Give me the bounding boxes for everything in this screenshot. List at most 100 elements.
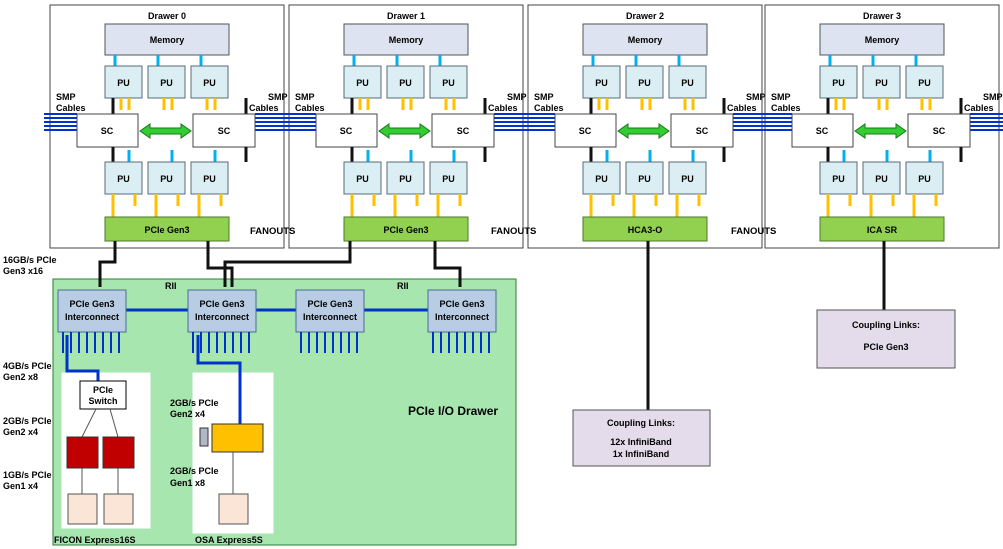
pu-label: PU xyxy=(832,78,845,88)
rii-label-left: RII xyxy=(165,281,177,291)
fanout-box xyxy=(104,216,230,242)
ficon-card-right xyxy=(102,436,135,469)
pu-label: PU xyxy=(203,78,216,88)
sc-arrow xyxy=(617,123,670,139)
interconnect-box xyxy=(187,289,257,333)
pu-label: PU xyxy=(203,174,216,184)
smp-label-right-1: SMP xyxy=(746,92,766,102)
pu-label: PU xyxy=(638,78,651,88)
pu-label: PU xyxy=(117,174,130,184)
memory-label: Memory xyxy=(865,35,900,45)
osa-link xyxy=(196,335,242,424)
interconnect-label-2: Interconnect xyxy=(435,312,489,322)
memory-box xyxy=(819,23,945,56)
memory-label: Memory xyxy=(628,35,663,45)
pu-label: PU xyxy=(595,78,608,88)
osa-pcie2b-label-1: 2GB/s PCIe xyxy=(170,466,219,476)
sc-label: SC xyxy=(816,126,829,136)
osa-card xyxy=(211,423,264,453)
fanout-label: PCIe Gen3 xyxy=(383,225,428,235)
pu-chip xyxy=(147,65,186,99)
switch-wire-right xyxy=(109,408,119,438)
pcie16-label-1: 16GB/s PCIe xyxy=(3,255,57,265)
coupling-pcie-line1: PCIe Gen3 xyxy=(863,342,908,352)
pu-chip xyxy=(104,161,143,195)
pu-label: PU xyxy=(918,78,931,88)
ficon-card-left xyxy=(66,436,99,469)
interconnect-label-2: Interconnect xyxy=(65,312,119,322)
rii-label-right: RII xyxy=(397,281,409,291)
pu-chip xyxy=(582,161,621,195)
sc-label: SC xyxy=(101,126,114,136)
pu-chip xyxy=(668,65,707,99)
interconnect-label-1: PCIe Gen3 xyxy=(439,299,484,309)
smp-label-left-2: Cables xyxy=(56,103,86,113)
smp-label-left-2: Cables xyxy=(295,103,325,113)
pu-chip xyxy=(104,65,143,99)
pu-label: PU xyxy=(356,174,369,184)
osa-port xyxy=(218,493,249,525)
pcie1-label-1: 1GB/s PCIe xyxy=(3,470,52,480)
pu-chip xyxy=(819,161,858,195)
osa-pcie2-label-1: 2GB/s PCIe xyxy=(170,398,219,408)
pu-chip xyxy=(190,161,229,195)
pu-chip xyxy=(190,65,229,99)
fanout-label: PCIe Gen3 xyxy=(144,225,189,235)
smp-label-left-1: SMP xyxy=(295,92,315,102)
drawer-title: Drawer 0 xyxy=(148,11,186,21)
sc-chip-left xyxy=(554,113,617,148)
pu-label: PU xyxy=(918,174,931,184)
switch-wire-left xyxy=(81,408,97,438)
sc-chip-left xyxy=(791,113,854,148)
smp-label-right-2: Cables xyxy=(727,103,757,113)
sc-label: SC xyxy=(933,126,946,136)
pu-chip xyxy=(625,65,664,99)
pu-label: PU xyxy=(442,174,455,184)
pu-label: PU xyxy=(638,174,651,184)
sc-label: SC xyxy=(457,126,470,136)
fanouts-label-2: FANOUTS xyxy=(731,226,776,237)
fanouts-label-1: FANOUTS xyxy=(491,226,536,237)
pu-chip xyxy=(625,161,664,195)
pu-chip xyxy=(819,65,858,99)
drawer-title: Drawer 3 xyxy=(863,11,901,21)
sc-chip-right xyxy=(431,113,495,148)
smp-label-left-1: SMP xyxy=(56,92,76,102)
pu-chip xyxy=(386,65,425,99)
smp-label-left-1: SMP xyxy=(771,92,791,102)
coupling-infiniband-line1: 12x InfiniBand xyxy=(610,437,672,447)
sc-arrow xyxy=(854,123,907,139)
pu-label: PU xyxy=(160,78,173,88)
io-drawer-label: PCIe I/O Drawer xyxy=(408,404,498,418)
sc-label: SC xyxy=(218,126,231,136)
pu-chip xyxy=(862,65,901,99)
interconnect-label-1: PCIe Gen3 xyxy=(69,299,114,309)
osa-label: OSA Express5S xyxy=(195,535,263,545)
fanout-box xyxy=(582,216,708,242)
memory-box xyxy=(104,23,230,56)
interconnect-label-1: PCIe Gen3 xyxy=(199,299,244,309)
pu-label: PU xyxy=(875,174,888,184)
pcie1-label-2: Gen1 x4 xyxy=(3,481,38,491)
pu-label: PU xyxy=(117,78,130,88)
coupling-infiniband-box xyxy=(572,409,711,467)
pcie2a-label-2: Gen2 x4 xyxy=(3,427,38,437)
drawer-title: Drawer 2 xyxy=(626,11,664,21)
interconnect-label-2: Interconnect xyxy=(303,312,357,322)
pu-label: PU xyxy=(442,78,455,88)
smp-label-left-2: Cables xyxy=(534,103,564,113)
pu-label: PU xyxy=(595,174,608,184)
memory-label: Memory xyxy=(150,35,185,45)
sc-chip-left xyxy=(315,113,378,148)
pu-chip xyxy=(582,65,621,99)
pu-label: PU xyxy=(875,78,888,88)
pcie4-label-1: 4GB/s PCIe xyxy=(3,361,52,371)
coupling-pcie-box xyxy=(816,309,956,369)
smp-label-right-2: Cables xyxy=(964,103,994,113)
